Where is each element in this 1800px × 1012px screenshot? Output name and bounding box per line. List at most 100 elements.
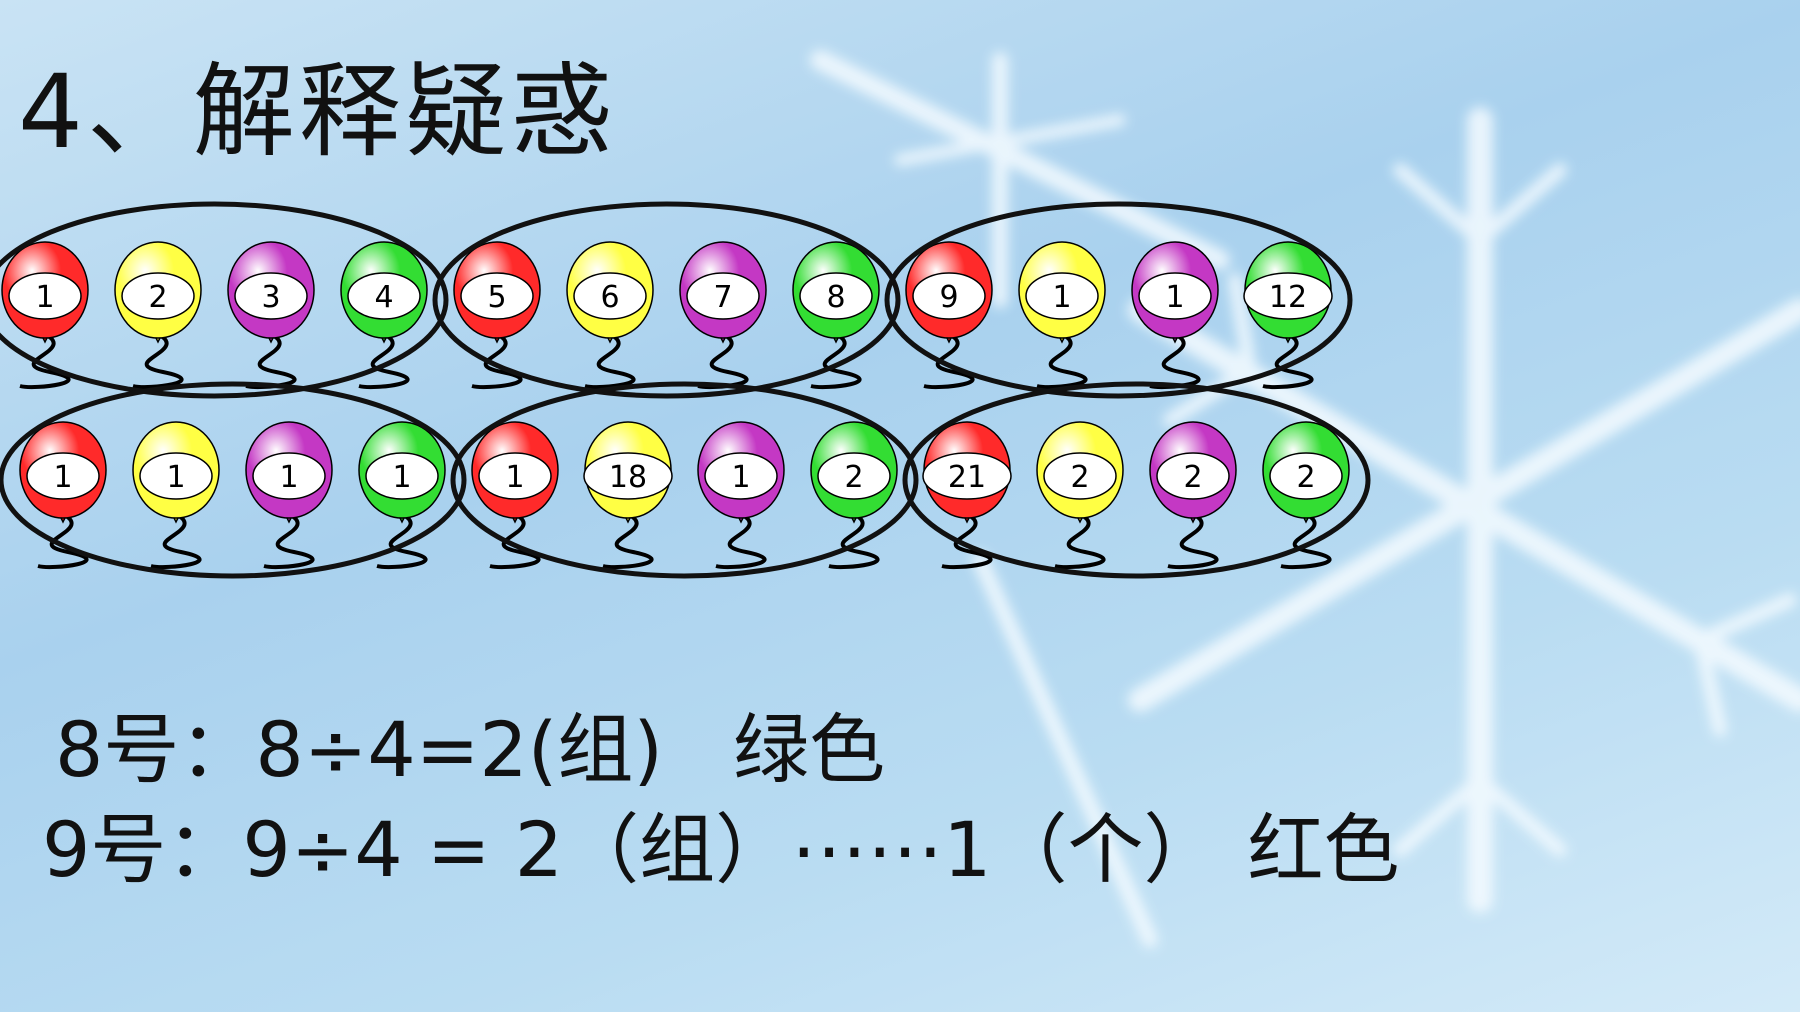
balloon-label-oval bbox=[1156, 452, 1230, 500]
balloon-label-oval bbox=[1043, 452, 1117, 500]
balloon-label-oval bbox=[460, 272, 534, 320]
balloon-number: 2 bbox=[148, 280, 167, 315]
balloon-string bbox=[1262, 330, 1314, 390]
balloon: 6 bbox=[566, 241, 654, 390]
balloon-label-oval bbox=[573, 272, 647, 320]
balloon-number: 7 bbox=[713, 280, 732, 315]
group-ellipses bbox=[0, 201, 1371, 579]
balloon-string bbox=[602, 510, 654, 570]
balloon-number: 3 bbox=[261, 280, 280, 315]
balloon: 1 bbox=[1, 241, 89, 390]
balloon: 1 bbox=[132, 421, 220, 570]
balloon: 7 bbox=[679, 241, 767, 390]
group-ellipse bbox=[0, 201, 449, 399]
equation-8-expression: 8号：8÷4=2(组) bbox=[55, 705, 664, 794]
balloon-string bbox=[471, 330, 523, 390]
equation-8: 8号：8÷4=2(组)绿色 bbox=[55, 712, 885, 788]
balloon-number: 2 bbox=[1070, 460, 1089, 495]
balloon: 3 bbox=[227, 241, 315, 390]
balloon-number: 12 bbox=[1269, 280, 1307, 315]
balloon: 2 bbox=[1149, 421, 1237, 570]
balloon: 18 bbox=[583, 421, 673, 570]
group-ellipse bbox=[0, 381, 467, 579]
balloon-string bbox=[489, 510, 541, 570]
balloon-string bbox=[828, 510, 880, 570]
balloon-string bbox=[37, 510, 89, 570]
balloon-number: 1 bbox=[731, 460, 750, 495]
balloon-number: 2 bbox=[1183, 460, 1202, 495]
balloon-number: 2 bbox=[844, 460, 863, 495]
balloon-label-oval bbox=[922, 452, 1012, 500]
balloon-string bbox=[263, 510, 315, 570]
balloon-string bbox=[584, 330, 636, 390]
balloon-number: 2 bbox=[1296, 460, 1315, 495]
balloon: 8 bbox=[792, 241, 880, 390]
group-ellipse bbox=[902, 381, 1371, 579]
balloon-label-oval bbox=[704, 452, 778, 500]
balloon-number: 9 bbox=[939, 280, 958, 315]
page-title: 4、解释疑惑 bbox=[18, 53, 617, 172]
balloon: 1 bbox=[1131, 241, 1219, 390]
balloon-label-oval bbox=[799, 272, 873, 320]
balloon-label-oval bbox=[1025, 272, 1099, 320]
balloon: 1 bbox=[1018, 241, 1106, 390]
balloon-string bbox=[1280, 510, 1332, 570]
balloon: 2 bbox=[810, 421, 898, 570]
balloon-label-oval bbox=[234, 272, 308, 320]
balloon-label-oval bbox=[347, 272, 421, 320]
balloon: 4 bbox=[340, 241, 428, 390]
balloon: 5 bbox=[453, 241, 541, 390]
balloon: 1 bbox=[358, 421, 446, 570]
balloon-number: 5 bbox=[487, 280, 506, 315]
group-ellipse bbox=[450, 381, 919, 579]
balloon: 2 bbox=[1036, 421, 1124, 570]
equation-9-color: 红色 bbox=[1247, 805, 1400, 894]
balloon-label-oval bbox=[26, 452, 100, 500]
balloon-label-oval bbox=[686, 272, 760, 320]
balloon-string bbox=[1036, 330, 1088, 390]
balloon-label-oval bbox=[478, 452, 552, 500]
balloon-number: 1 bbox=[392, 460, 411, 495]
balloon-number: 1 bbox=[166, 460, 185, 495]
balloon-number: 21 bbox=[948, 460, 986, 495]
balloon-string bbox=[1167, 510, 1219, 570]
balloon-number: 1 bbox=[53, 460, 72, 495]
balloon-number: 1 bbox=[1165, 280, 1184, 315]
balloon-number: 1 bbox=[505, 460, 524, 495]
group-ellipse bbox=[432, 201, 901, 399]
balloon: 1 bbox=[19, 421, 107, 570]
balloon-number: 1 bbox=[35, 280, 54, 315]
balloon-string bbox=[358, 330, 410, 390]
group-ellipse bbox=[884, 201, 1353, 399]
balloon-label-oval bbox=[252, 452, 326, 500]
balloon-string bbox=[941, 510, 993, 570]
balloon-string bbox=[715, 510, 767, 570]
balloon-label-oval bbox=[365, 452, 439, 500]
balloon-label-oval bbox=[139, 452, 213, 500]
balloon-label-oval bbox=[8, 272, 82, 320]
balloon-label-oval bbox=[1138, 272, 1212, 320]
balloon: 1 bbox=[697, 421, 785, 570]
balloon-label-oval bbox=[121, 272, 195, 320]
equation-9: 9号：9÷4 = 2（组）⋯⋯1（个）红色 bbox=[42, 812, 1399, 888]
balloon: 12 bbox=[1243, 241, 1333, 390]
balloon-number: 18 bbox=[609, 460, 647, 495]
balloon-string bbox=[19, 330, 71, 390]
balloon-number: 6 bbox=[600, 280, 619, 315]
balloon-label-oval bbox=[1269, 452, 1343, 500]
balloon-string bbox=[923, 330, 975, 390]
balloon-string bbox=[132, 330, 184, 390]
equation-9-expression: 9号：9÷4 = 2（组）⋯⋯1（个） bbox=[42, 805, 1220, 894]
balloon: 2 bbox=[1262, 421, 1350, 570]
balloon-number: 1 bbox=[279, 460, 298, 495]
balloon-string bbox=[150, 510, 202, 570]
balloon: 1 bbox=[245, 421, 333, 570]
balloon-label-oval bbox=[912, 272, 986, 320]
balloon: 1 bbox=[471, 421, 559, 570]
balloon: 9 bbox=[905, 241, 993, 390]
balloon-string bbox=[376, 510, 428, 570]
balloon: 21 bbox=[922, 421, 1012, 570]
